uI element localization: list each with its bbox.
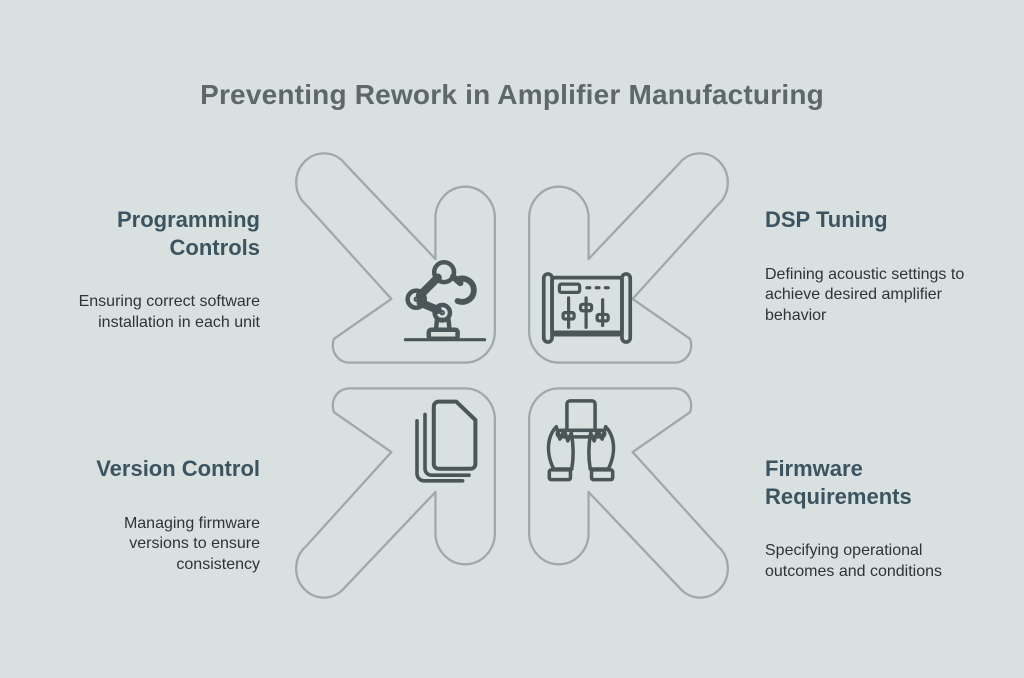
converging-arrow-top-right (524, 150, 731, 368)
quadrant-firmware-requirements: Firmware Requirements Specifying operati… (765, 437, 990, 601)
quadrant-dsp-tuning: DSP Tuning Defining acoustic settings to… (765, 188, 995, 345)
quadrant-heading: DSP Tuning (765, 207, 888, 232)
quadrant-programming-controls: Programming Controls Ensuring correct so… (40, 188, 260, 352)
quadrant-heading: Version Control (96, 456, 260, 481)
quadrant-description: Specifying operational outcomes and cond… (765, 542, 942, 580)
hands-holding-hat-icon (546, 399, 616, 482)
documents-stack-icon (415, 399, 478, 483)
quadrant-description: Managing firmware versions to ensure con… (123, 514, 260, 574)
quadrant-heading: Firmware Requirements (765, 456, 912, 509)
quadrant-description: Ensuring correct software installation i… (78, 293, 260, 331)
converging-arrow-top-left (293, 150, 500, 368)
robot-arm-icon (403, 260, 487, 342)
converging-arrow-bottom-right (524, 383, 731, 601)
quadrant-heading: Programming Controls (116, 207, 260, 260)
quadrant-version-control: Version Control Managing firmware versio… (40, 437, 260, 594)
quadrant-description: Defining acoustic settings to achieve de… (765, 265, 965, 325)
page-title: Preventing Rework in Amplifier Manufactu… (200, 78, 824, 110)
converging-arrow-bottom-left (293, 383, 500, 601)
dsp-mixer-icon (541, 272, 633, 344)
